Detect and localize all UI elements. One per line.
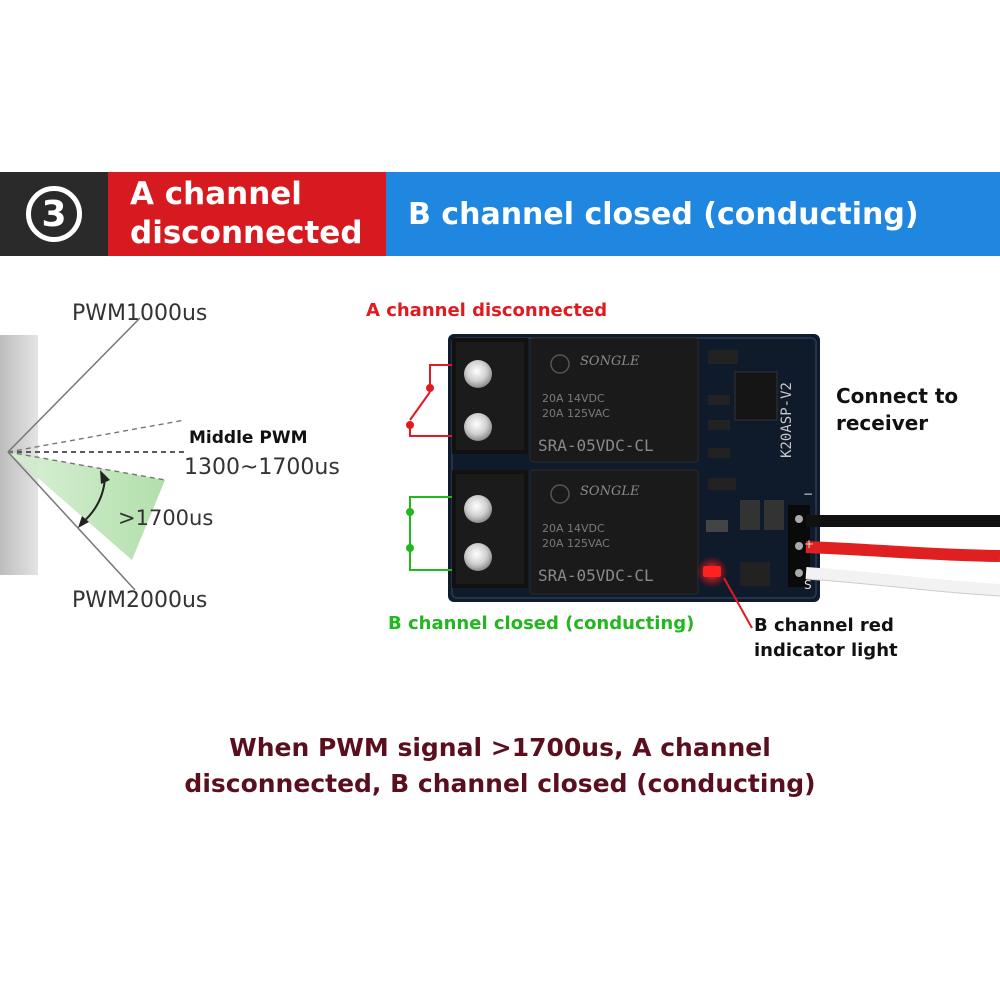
- pin-plus-label: +: [804, 537, 815, 551]
- b-channel-label: B channel closed (conducting): [388, 613, 695, 634]
- pwm-angle-arrowhead-bottom: [78, 516, 89, 528]
- step-banner: 3 A channel disconnected B channel close…: [0, 172, 1000, 256]
- a-channel-banner: A channel disconnected: [108, 172, 386, 256]
- receiver-label: Connect to receiver: [836, 383, 958, 437]
- pwm-angle-arrowhead-top: [100, 470, 110, 484]
- indicator-pointer: [723, 577, 753, 629]
- indicator-label-line2: indicator light: [754, 640, 898, 661]
- indicator-label-line1: B channel red: [754, 615, 894, 636]
- relay-b: [529, 469, 699, 595]
- pwm-middle-upper-line: [7, 419, 186, 453]
- middle-pwm-label: Middle PWM: [189, 428, 308, 448]
- receiver-label-line1: Connect to: [836, 384, 959, 408]
- relay-a-rating1: 20A 14VDC: [542, 392, 605, 405]
- pwm-above-1700-zone: [8, 452, 165, 560]
- step-number: 3: [26, 186, 82, 242]
- caption-line1: When PWM signal >1700us, A channel: [229, 733, 771, 762]
- wire-white: [805, 567, 1000, 596]
- caption: When PWM signal >1700us, A channel disco…: [0, 730, 1000, 802]
- wire-red: [805, 541, 1000, 562]
- chip: [734, 371, 778, 421]
- terminal-screw-b2: [464, 543, 492, 571]
- relay-b-rating1: 20A 14VDC: [542, 522, 605, 535]
- terminal-screw-a1: [464, 360, 492, 388]
- relay-board: [448, 334, 1000, 602]
- relay-a-rating2: 20A 125VAC: [542, 407, 610, 420]
- a-channel-label: A channel disconnected: [366, 300, 608, 321]
- a-channel-switch-symbol: [406, 364, 452, 437]
- pwm-2000-line: [7, 451, 136, 591]
- terminal-screw-b1: [464, 495, 492, 523]
- b-channel-led: [703, 566, 721, 577]
- pwm-angle-diagram: [0, 317, 186, 591]
- b-channel-banner-text: B channel closed (conducting): [408, 196, 919, 232]
- relay-b-brand: SONGLE: [580, 484, 640, 499]
- pwm-1000-label: PWM1000us: [72, 301, 208, 326]
- relay-b-model: SRA-05VDC-CL: [538, 566, 654, 585]
- above-1700-label: >1700us: [118, 506, 214, 530]
- relay-a-brand: SONGLE: [580, 354, 640, 369]
- caption-line2: disconnected, B channel closed (conducti…: [184, 769, 816, 798]
- receiver-label-line2: receiver: [836, 411, 929, 435]
- pin-signal-label: S: [804, 578, 812, 592]
- pwm-2000-label: PWM2000us: [72, 588, 208, 613]
- relay-a-model: SRA-05VDC-CL: [538, 436, 654, 455]
- pwm-1000-line: [7, 317, 141, 453]
- middle-pwm-range-label: 1300~1700us: [184, 455, 340, 480]
- step-number-badge: 3: [0, 172, 108, 256]
- relay-b-rating2: 20A 125VAC: [542, 537, 610, 550]
- board-model-marking: K20ASP-V2: [778, 382, 795, 458]
- a-channel-banner-line1: A channel: [130, 176, 302, 212]
- a-channel-banner-line2: disconnected: [130, 215, 363, 251]
- indicator-label: B channel red indicator light: [754, 613, 898, 663]
- terminal-screw-a2: [464, 413, 492, 441]
- relay-a: [529, 337, 699, 463]
- b-channel-switch-symbol: [406, 496, 452, 571]
- b-channel-banner: B channel closed (conducting): [386, 172, 1000, 256]
- pin-minus-label: −: [803, 487, 814, 501]
